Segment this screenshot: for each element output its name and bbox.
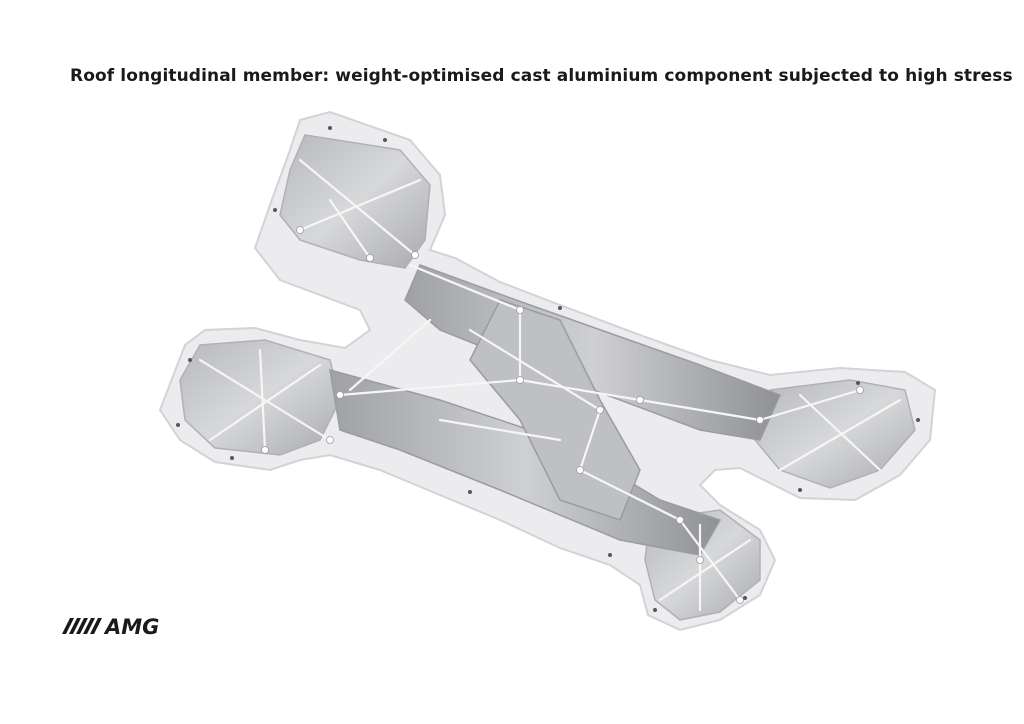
page-title: Roof longitudinal member: weight-optimis… [70,66,1013,86]
amg-logo-text: AMG [103,615,159,638]
amg-logo: AMG [62,615,159,638]
